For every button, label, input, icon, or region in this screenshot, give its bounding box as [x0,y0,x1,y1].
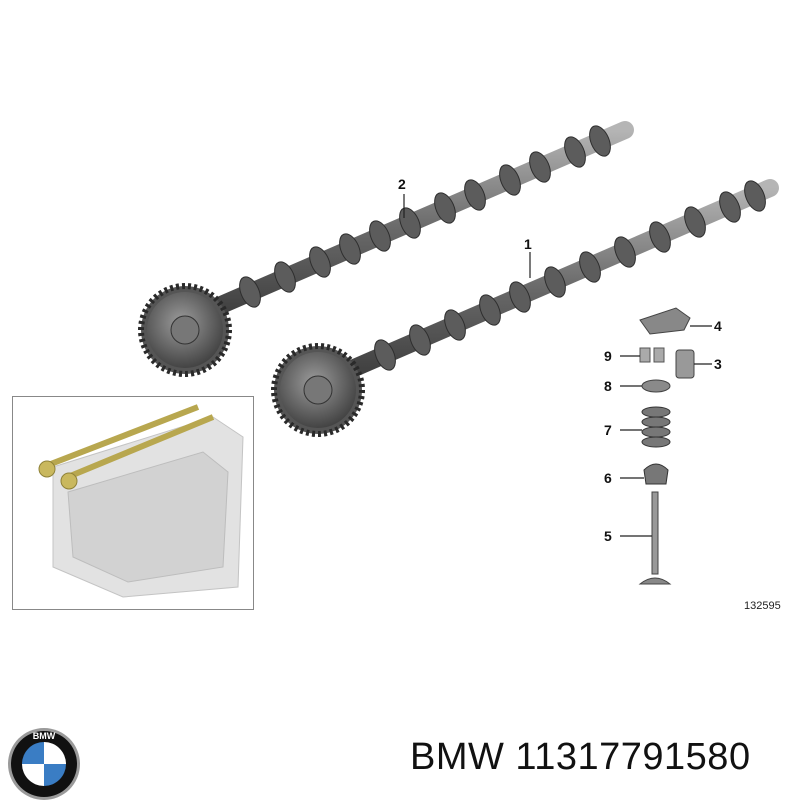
callout-5: 5 [604,528,612,544]
sprocket-lower [271,343,365,437]
callout-1: 1 [524,236,532,252]
valve-stem-seal [620,463,669,485]
cam-lobes-upper [239,125,611,308]
callout-9: 9 [604,348,612,364]
valve-spring [620,406,671,448]
svg-text:BMW: BMW [33,731,56,741]
figure-number: 132595 [744,600,781,612]
sprocket-upper [138,283,232,377]
camshaft-exhaust [138,121,634,377]
camshaft-intake [271,179,779,437]
engine-illustration [38,404,244,598]
callout-6: 6 [604,470,612,486]
callout-4: 4 [714,318,722,334]
callout-2: 2 [398,176,406,192]
valve-keepers [620,347,665,363]
callout-7: 7 [604,422,612,438]
engine-location-inset [12,396,254,610]
hydraulic-lifter [675,349,712,379]
bmw-logo: BMW [8,728,80,800]
callout-3: 3 [714,356,722,372]
spring-retainer [620,379,671,393]
valve [620,491,672,585]
rocker-arm [639,307,712,335]
cam-lobes-lower [374,180,766,371]
callout-8: 8 [604,378,612,394]
part-number-caption: BMW 11317791580 [410,736,751,778]
